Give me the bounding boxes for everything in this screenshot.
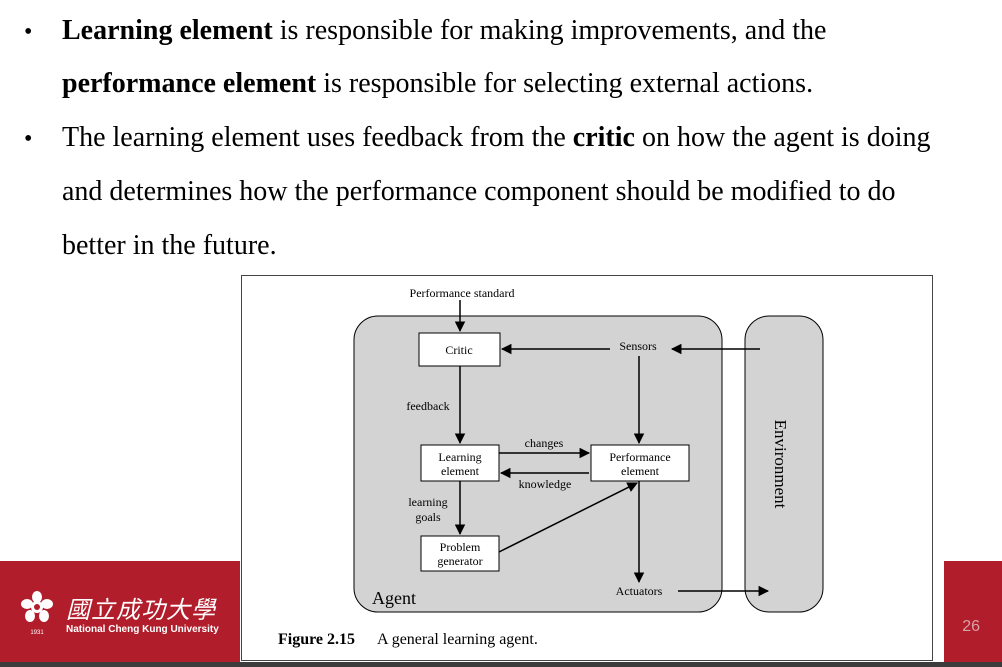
logo-year: 1931: [30, 630, 44, 636]
university-seal-icon: 1931: [21, 591, 53, 636]
learning-agent-diagram: Performance standard Critic Sensors feed…: [353, 286, 824, 613]
sensors-label: Sensors: [619, 339, 657, 353]
performance-element-box: [590, 444, 690, 482]
environment-boundary: [744, 315, 824, 613]
critic-label: Critic: [445, 343, 472, 357]
performance-element-label-2: element: [621, 464, 660, 478]
learning-goals-label-2: goals: [415, 510, 441, 524]
university-name-english: National Cheng Kung University: [66, 624, 219, 635]
footer-banner-right: [944, 561, 1002, 662]
performance-standard-label: Performance standard: [410, 286, 515, 300]
problem-to-performance-arrow: [498, 482, 638, 553]
text-run: The learning element uses feedback from …: [62, 122, 573, 153]
figure-number: Figure 2.15: [278, 631, 356, 648]
learning-element-label-2: element: [441, 464, 480, 478]
bullet-dot: •: [24, 126, 33, 152]
bullet-1-line-1: Learning element is responsible for maki…: [62, 14, 826, 48]
bullet-2-line-3: better in the future.: [62, 229, 277, 263]
problem-generator-label-1: Problem: [440, 540, 481, 554]
page-number: 26: [962, 618, 980, 635]
knowledge-label: knowledge: [519, 477, 572, 491]
actuators-label: Actuators: [616, 584, 663, 598]
bold-term: critic: [572, 122, 635, 153]
learning-agent-figure: Performance standard Critic Sensors feed…: [241, 275, 933, 661]
figure-caption: Figure 2.15 A general learning agent.: [278, 631, 538, 649]
text-run: is responsible for selecting external ac…: [316, 68, 814, 99]
environment-label: Environment: [771, 420, 790, 509]
performance-element-label-1: Performance: [609, 450, 670, 464]
learning-goals-label-1: learning: [408, 495, 447, 509]
feedback-label: feedback: [406, 399, 449, 413]
figure-caption-text: A general learning agent.: [377, 631, 538, 648]
learning-element-label-1: Learning: [438, 450, 481, 464]
text-run: is responsible for making improvements, …: [272, 15, 827, 46]
bullet-2-line-1: The learning element uses feedback from …: [62, 121, 930, 155]
university-name-chinese: 國立成功大學: [66, 598, 216, 624]
bullet-1-line-2: performance element is responsible for s…: [62, 67, 813, 101]
agent-label: Agent: [372, 588, 416, 608]
text-run: better in the future.: [62, 230, 277, 261]
text-run: and determines how the performance compo…: [62, 176, 896, 207]
problem-generator-box: [420, 535, 500, 572]
bullet-dot: •: [24, 19, 33, 45]
bottom-bar: [0, 662, 1002, 667]
text-run: on how the agent is doing: [634, 122, 931, 153]
changes-label: changes: [525, 436, 564, 450]
bold-term: performance element: [62, 68, 317, 99]
bold-term: Learning element: [62, 15, 273, 46]
bullet-2-line-2: and determines how the performance compo…: [62, 175, 896, 209]
learning-element-box: [420, 444, 500, 482]
problem-generator-label-2: generator: [437, 554, 482, 568]
